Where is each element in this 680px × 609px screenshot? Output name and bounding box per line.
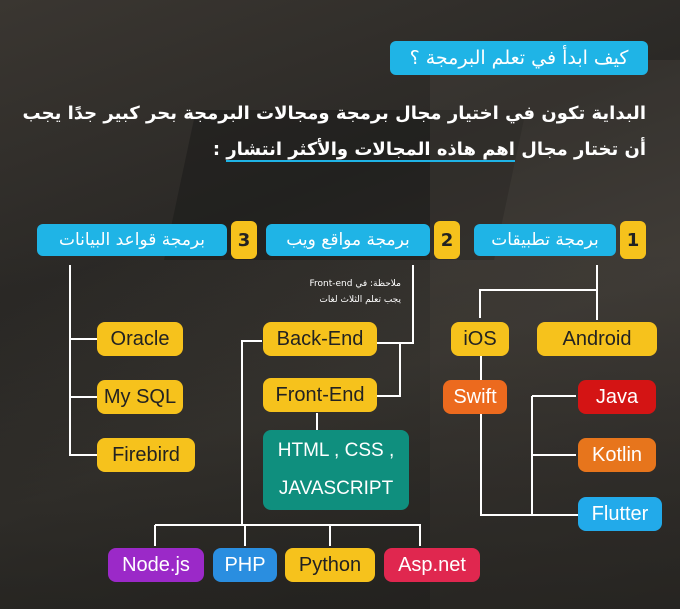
node-java: Java [578, 380, 656, 414]
category-apps: برمجة تطبيقات 1 [474, 221, 646, 259]
node-python: Python [285, 548, 375, 582]
node-kotlin: Kotlin [578, 438, 656, 472]
node-html-css-js: HTML , CSS , JAVASCRIPT [263, 430, 409, 510]
node-html-line-1: HTML , CSS , [277, 440, 395, 461]
node-php: PHP [213, 548, 277, 582]
category-web-number: 2 [434, 221, 460, 259]
node-firebird: Firebird [97, 438, 195, 472]
node-ios: iOS [451, 322, 509, 356]
intro-line-2-suffix: : [212, 139, 227, 160]
node-oracle: Oracle [97, 322, 183, 356]
node-nodejs: Node.js [108, 548, 204, 582]
node-swift: Swift [443, 380, 507, 414]
intro-line-1: البداية تكون في اختيار مجال برمجة ومجالا… [22, 103, 646, 124]
note-line-1: ملاحظة: في Front-end [309, 279, 402, 289]
category-db: برمجة قواعد البيانات 3 [37, 221, 257, 259]
note-line-2: يجب تعلم الثلاث لغات [319, 295, 401, 305]
frontend-note: ملاحظة: في Front-end يجب تعلم الثلاث لغا… [261, 276, 402, 308]
intro-line-2: أن تختار مجال اهم هاذه المجالات والأكثر … [18, 132, 646, 168]
category-web: برمجة مواقع ويب 2 [266, 221, 460, 259]
intro-text: البداية تكون في اختيار مجال برمجة ومجالا… [18, 96, 646, 168]
node-android: Android [537, 322, 657, 356]
intro-highlight: اهم هاذه المجالات والأكثر انتشار [226, 139, 515, 162]
node-backend: Back-End [263, 322, 377, 356]
intro-line-2-prefix: أن تختار مجال [514, 139, 646, 160]
node-flutter: Flutter [578, 497, 662, 531]
category-web-label: برمجة مواقع ويب [266, 224, 430, 256]
node-aspnet: Asp.net [384, 548, 480, 582]
category-db-label: برمجة قواعد البيانات [37, 224, 227, 256]
category-db-number: 3 [231, 221, 257, 259]
node-mysql: My SQL [97, 380, 183, 414]
node-frontend: Front-End [263, 378, 377, 412]
category-apps-number: 1 [620, 221, 646, 259]
category-apps-label: برمجة تطبيقات [474, 224, 616, 256]
node-html-line-2: JAVASCRIPT [278, 478, 394, 499]
page-title: كيف ابدأ في تعلم البرمجة ؟ [390, 41, 648, 75]
